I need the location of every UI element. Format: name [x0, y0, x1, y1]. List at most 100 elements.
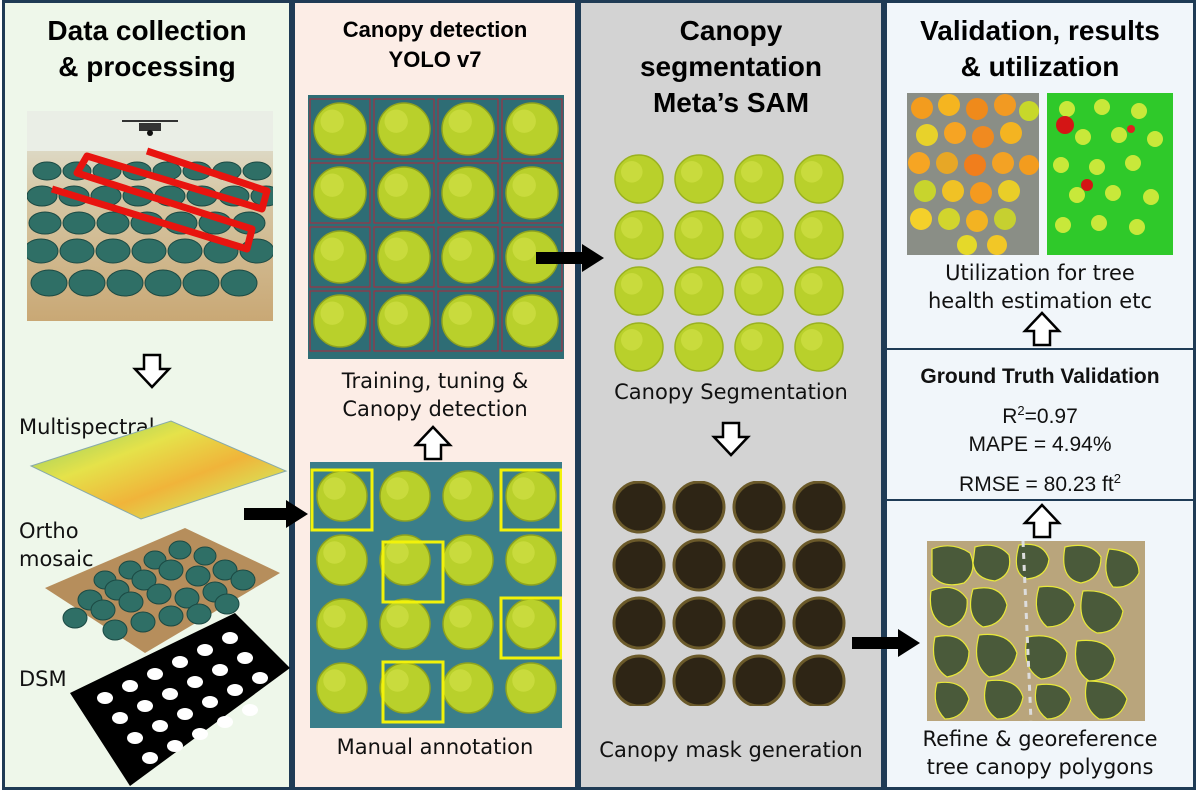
annotation-box: [499, 596, 562, 660]
detection-box: [437, 162, 499, 224]
tree-canopy: [794, 210, 844, 260]
canopy-segmentation-image: [614, 154, 844, 372]
training-label: Training, tuning & Canopy detection: [295, 367, 575, 423]
manual-annotation-label: Manual annotation: [336, 735, 534, 759]
annotation-box: [310, 468, 374, 532]
title-line: & utilization: [960, 51, 1120, 82]
rmse-metric: RMSE = 80.23 ft2: [887, 465, 1193, 499]
tree-canopy: [505, 230, 559, 284]
tree-canopy: [313, 230, 367, 284]
tree-canopy: [379, 470, 431, 522]
tree-canopy: [377, 102, 431, 156]
tree-canopy: [734, 322, 784, 372]
right-arrow-icon: [244, 500, 308, 528]
r2-metric: R2=0.97: [887, 397, 1193, 431]
tree-canopy: [734, 210, 784, 260]
tree-canopy: [674, 154, 724, 204]
tree-canopy: [316, 598, 368, 650]
tree-canopy: [614, 266, 664, 316]
down-arrow-icon: [711, 421, 751, 457]
canopy-mask: [612, 654, 666, 706]
column-title: Canopy detection YOLO v7: [295, 15, 575, 75]
tree-canopy: [441, 166, 495, 220]
annotation-box: [381, 660, 445, 724]
up-arrow-icon: [413, 425, 453, 461]
column-canopy-detection: Canopy detection YOLO v7 Training, tunin…: [292, 0, 578, 790]
tree-canopy: [316, 470, 368, 522]
tree-canopy: [674, 266, 724, 316]
ground-truth-title: Ground Truth Validation: [920, 365, 1160, 388]
canopy-mask: [612, 538, 666, 592]
tree-canopy: [313, 102, 367, 156]
mape-metric: MAPE = 4.94%: [968, 433, 1112, 456]
detection-box: [309, 290, 371, 352]
layer-label-ortho: Ortho mosaic: [19, 517, 94, 573]
detection-result-image: [308, 95, 564, 359]
canopy-mask: [732, 538, 786, 592]
detection-box: [373, 162, 435, 224]
column-title: Validation, results & utilization: [887, 13, 1193, 85]
tree-canopy: [674, 322, 724, 372]
title-line: Validation, results: [920, 15, 1160, 46]
drone-icon: [122, 120, 178, 136]
canopy-mask: [612, 596, 666, 650]
canopy-mask: [732, 481, 786, 534]
down-arrow-icon: [132, 353, 172, 389]
tree-canopy: [442, 534, 494, 586]
tree-canopy: [441, 230, 495, 284]
tree-health-map-green: [1047, 93, 1173, 255]
canopy-mask: [612, 481, 666, 534]
up-arrow-icon: [1022, 503, 1062, 539]
tree-canopy: [794, 154, 844, 204]
tree-canopy: [441, 102, 495, 156]
tree-canopy: [614, 154, 664, 204]
field-trees: [27, 111, 273, 297]
title-line: segmentation: [639, 51, 823, 82]
drone-field-image: [27, 111, 273, 321]
dsm-layer-image: [70, 613, 290, 786]
title-line: Canopy detection: [342, 17, 528, 42]
tree-canopy: [377, 294, 431, 348]
tree-canopy: [379, 662, 431, 714]
rmse-prefix: RMSE = 80.23 ft: [959, 473, 1114, 496]
detection-box: [501, 162, 563, 224]
refine-label: Refine & georeference tree canopy polygo…: [887, 725, 1193, 781]
tree-canopy: [377, 230, 431, 284]
tree-canopy: [505, 294, 559, 348]
tree-canopy: [505, 102, 559, 156]
r2-value: =0.97: [1024, 405, 1078, 428]
label-line: health estimation etc: [927, 289, 1152, 313]
canopy-mask: [672, 596, 726, 650]
rmse-superscript: 2: [1113, 471, 1121, 486]
detection-box: [309, 162, 371, 224]
tree-canopy: [379, 534, 431, 586]
tree-canopy: [441, 294, 495, 348]
canopy-polygons-image: [927, 541, 1145, 721]
detection-box: [373, 98, 435, 160]
canopy-mask: [672, 538, 726, 592]
r2-superscript: 2: [1017, 403, 1025, 418]
tree-canopy: [377, 166, 431, 220]
canopy-mask: [792, 538, 846, 592]
multispectral-layer-image: [29, 420, 288, 520]
title-line: Data collection: [47, 15, 247, 46]
column-canopy-segmentation: Canopy segmentation Meta’s SAM Canopy Se…: [578, 0, 884, 790]
title-line: & processing: [58, 51, 236, 82]
title-line: Meta’s SAM: [652, 87, 810, 118]
label-line: Canopy detection: [342, 397, 528, 421]
detection-box: [437, 98, 499, 160]
tree-canopy: [505, 598, 557, 650]
tree-canopy: [794, 266, 844, 316]
column-title: Canopy segmentation Meta’s SAM: [581, 13, 881, 121]
detection-box: [437, 226, 499, 288]
canopy-mask: [792, 481, 846, 534]
tree-canopy: [794, 322, 844, 372]
utilization-label: Utilization for tree health estimation e…: [887, 259, 1193, 315]
detection-box: [373, 290, 435, 352]
column-title: Data collection & processing: [5, 13, 289, 85]
orthomosaic-layer-image: [45, 528, 280, 653]
section-divider: [887, 348, 1193, 350]
up-arrow-icon: [1022, 311, 1062, 347]
label-line: Refine & georeference: [922, 727, 1158, 751]
